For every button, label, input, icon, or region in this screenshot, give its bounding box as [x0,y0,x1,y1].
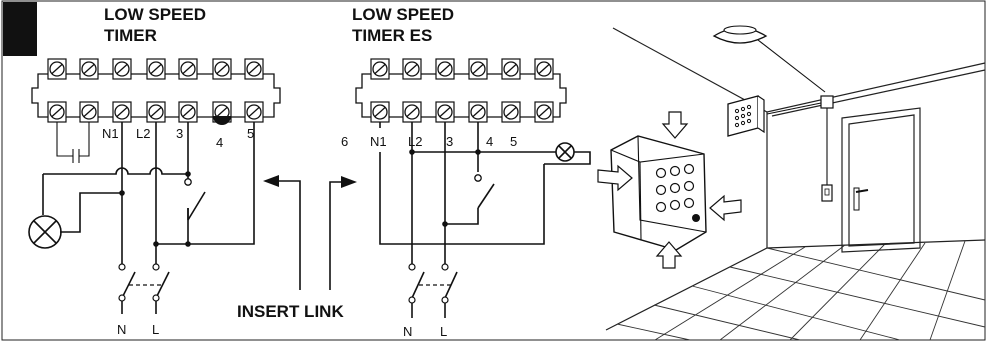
wall-switch [821,184,833,202]
left-wiring [42,122,255,264]
door [841,107,921,253]
junction-box [820,95,834,109]
left-label-n1: N1 [102,126,119,141]
left-label-l2: L2 [136,126,150,141]
room-installation-illustration [597,25,986,341]
left-title-line2: TIMER [104,26,157,45]
ceiling-light [712,25,826,93]
extractor-fan-unit [610,135,707,251]
section-tab-marker [3,2,37,56]
airflow-arrows [597,111,742,269]
right-isolator-switch [408,263,458,318]
low-speed-timer-diagram: LOW SPEED TIMER N1 L2 3 4 5 [28,5,281,337]
low-speed-timer-es-diagram: LOW SPEED TIMER ES 6 N1 L2 3 4 5 [341,5,591,339]
left-label-3: 3 [176,126,183,141]
right-title-line2: TIMER ES [352,26,432,45]
wall-timer-box [727,95,765,137]
insert-link-arrows [263,175,357,290]
right-label-4: 4 [486,134,493,149]
left-isolator-switch [118,263,170,314]
left-supply-l: L [152,322,159,337]
left-lamp-symbol [28,215,62,249]
left-title-line1: LOW SPEED [104,5,206,24]
left-timer-switch [184,174,206,221]
right-supply-l: L [440,324,447,339]
left-label-4: 4 [216,135,223,150]
left-supply-n: N [117,322,126,337]
right-supply-n: N [403,324,412,339]
right-label-5: 5 [510,134,517,149]
right-label-n1: N1 [370,134,387,149]
insert-link-label: INSERT LINK [237,302,344,321]
floor-tiles [616,240,986,341]
left-label-5: 5 [247,126,254,141]
right-label-3: 3 [446,134,453,149]
right-wiring [379,122,556,264]
left-terminal-bottom-row [47,101,264,123]
terminal-4-highlight [213,116,231,125]
left-internal-link [56,122,90,163]
right-title-line1: LOW SPEED [352,5,454,24]
right-label-6: 6 [341,134,348,149]
right-timer-switch [474,174,495,209]
right-label-l2: L2 [408,134,422,149]
left-terminal-top-row [47,58,264,80]
right-lamp-symbol [544,142,591,165]
